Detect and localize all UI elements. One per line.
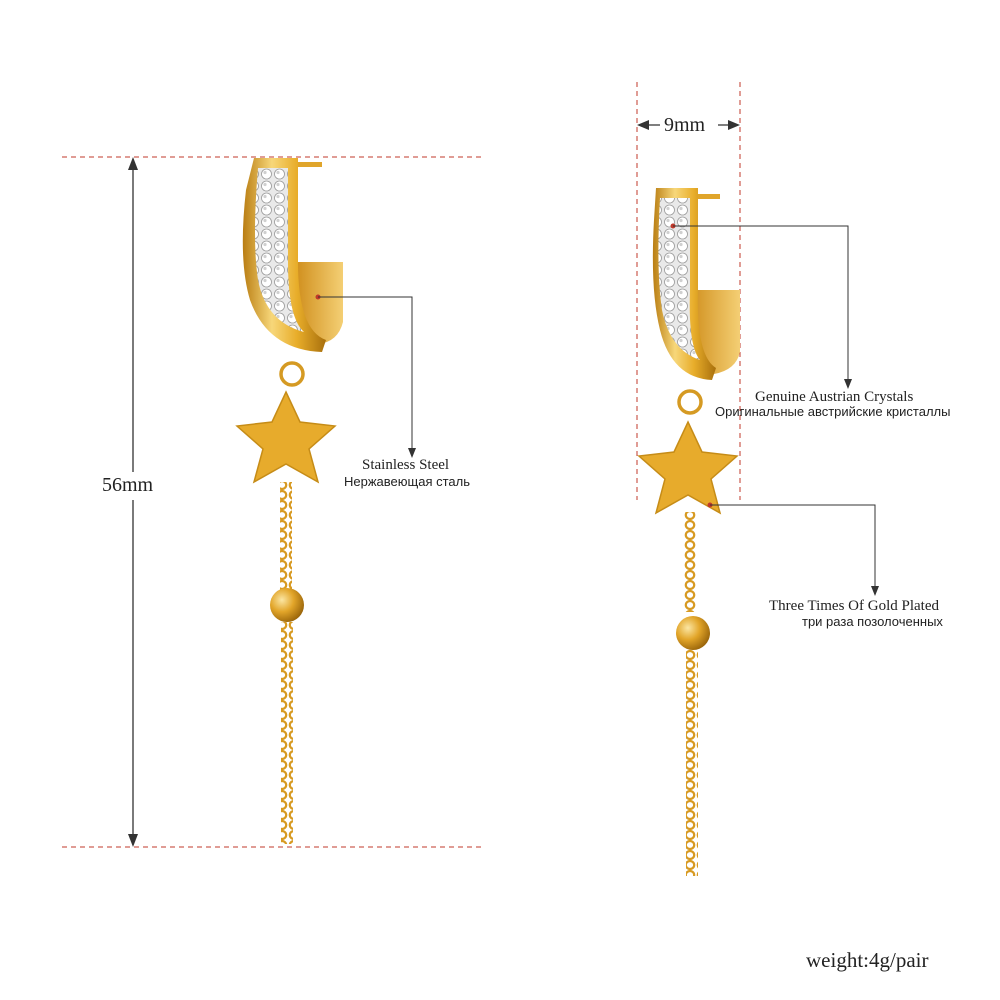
arrow-down-icon bbox=[871, 586, 879, 596]
earring-left bbox=[235, 158, 343, 844]
chain-lower bbox=[281, 622, 293, 844]
plating-label-en: Three Times Of Gold Plated bbox=[769, 598, 939, 614]
chain-upper bbox=[684, 512, 696, 612]
gold-bead bbox=[270, 588, 304, 622]
arrow-left-icon bbox=[637, 120, 649, 130]
callout-crystals-pointer bbox=[670, 223, 852, 389]
earring-post bbox=[692, 194, 720, 199]
crystals-label-ru: Оригинальные австрийские кристаллы bbox=[715, 404, 951, 419]
steel-label-en: Stainless Steel bbox=[362, 457, 450, 473]
plating-label-ru: три раза позолоченных bbox=[802, 614, 943, 629]
height-guide bbox=[62, 156, 482, 848]
earring-right bbox=[637, 188, 740, 876]
callout-plating-pointer bbox=[707, 502, 879, 596]
callout-steel-pointer bbox=[315, 294, 416, 458]
arrow-down-icon bbox=[128, 834, 138, 847]
weight-label: weight:4g/pair bbox=[806, 948, 929, 972]
arrow-up-icon bbox=[128, 157, 138, 170]
height-label: 56mm bbox=[102, 474, 154, 496]
crystal-pave bbox=[255, 168, 304, 332]
width-label: 9mm bbox=[664, 114, 706, 136]
jump-ring bbox=[677, 389, 703, 415]
star-charm bbox=[637, 420, 739, 515]
arrow-down-icon bbox=[408, 448, 416, 458]
jump-ring bbox=[279, 361, 305, 387]
steel-label-ru: Нержавеющая сталь bbox=[344, 474, 470, 489]
chain-upper bbox=[280, 482, 292, 590]
crystals-label-en: Genuine Austrian Crystals bbox=[755, 389, 914, 405]
earring-post bbox=[294, 162, 322, 167]
arrow-down-icon bbox=[844, 379, 852, 389]
star-charm bbox=[235, 390, 337, 484]
crystal-pave bbox=[658, 198, 700, 360]
arrow-right-icon bbox=[728, 120, 740, 130]
chain-lower bbox=[686, 650, 698, 876]
gold-bead bbox=[676, 616, 710, 650]
